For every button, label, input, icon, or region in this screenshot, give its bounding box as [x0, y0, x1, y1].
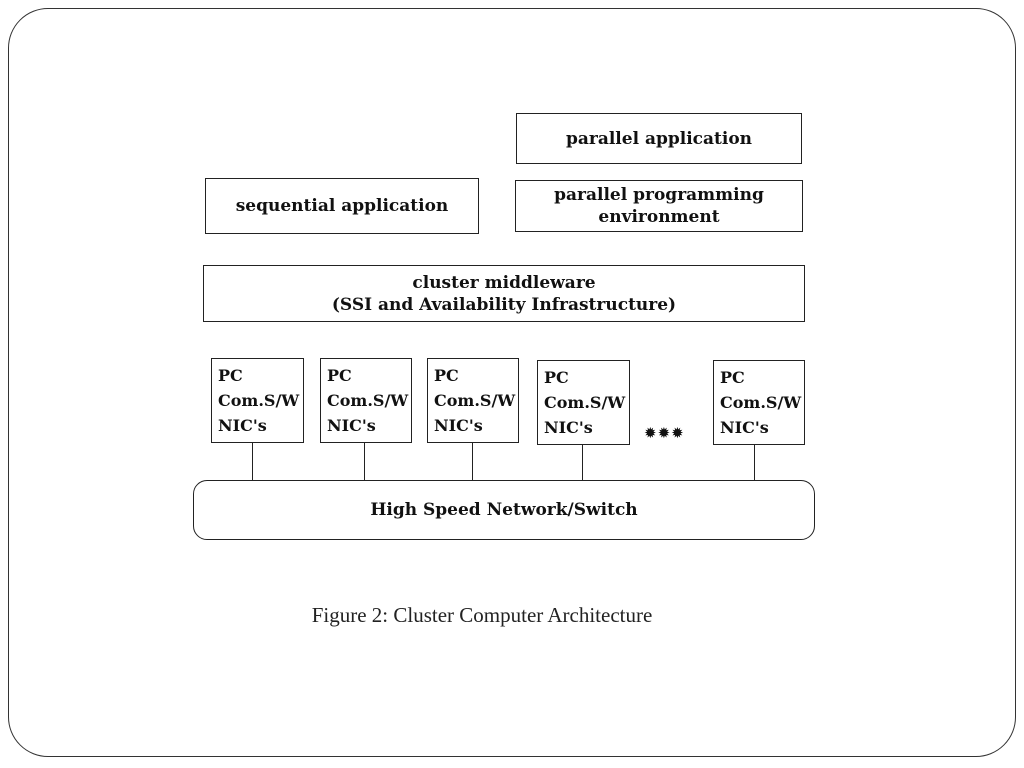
node-nic-label: NIC's	[544, 418, 593, 437]
node-pc-label: PC	[218, 366, 243, 385]
pc-node: PC Com.S/W NIC's	[427, 358, 519, 443]
sequential-application-box: sequential application	[205, 178, 479, 234]
node-nic-label: NIC's	[720, 418, 769, 437]
figure-caption: Figure 2: Cluster Computer Architecture	[311, 603, 653, 627]
node-nic-label: NIC's	[327, 416, 376, 435]
node-comsw-label: Com.S/W	[720, 393, 802, 412]
node-pc-label: PC	[544, 368, 569, 387]
node-connector-line	[582, 445, 583, 481]
node-connector-line	[754, 445, 755, 481]
high-speed-network-box: High Speed Network/Switch	[193, 480, 815, 540]
middleware-label-line2: (SSI and Availability Infrastructure)	[331, 294, 677, 315]
node-connector-line	[364, 443, 365, 481]
cluster-middleware-box: cluster middleware (SSI and Availability…	[203, 265, 805, 322]
node-connector-line	[252, 443, 253, 481]
node-comsw-label: Com.S/W	[327, 391, 409, 410]
ppe-label-line1: parallel programming	[554, 185, 764, 205]
node-pc-label: PC	[327, 366, 352, 385]
node-comsw-label: Com.S/W	[434, 391, 516, 410]
node-comsw-label: Com.S/W	[218, 391, 300, 410]
node-pc-label: PC	[720, 368, 745, 387]
parallel-application-label: parallel application	[565, 128, 753, 149]
node-comsw-label: Com.S/W	[544, 393, 626, 412]
node-pc-label: PC	[434, 366, 459, 385]
middleware-label-line1: cluster middleware	[412, 272, 596, 293]
node-nic-label: NIC's	[434, 416, 483, 435]
network-label: High Speed Network/Switch	[370, 500, 638, 520]
pc-node: PC Com.S/W NIC's	[713, 360, 805, 445]
pc-node: PC Com.S/W NIC's	[320, 358, 412, 443]
node-nic-label: NIC's	[218, 416, 267, 435]
ellipsis-icon: ✹✹✹	[644, 424, 685, 442]
pc-node: PC Com.S/W NIC's	[537, 360, 630, 445]
pc-node: PC Com.S/W NIC's	[211, 358, 304, 443]
ppe-label-line2: environment	[598, 207, 720, 227]
parallel-programming-environment-box: parallel programming environment	[515, 180, 803, 232]
node-connector-line	[472, 443, 473, 481]
parallel-application-box: parallel application	[516, 113, 802, 164]
sequential-application-label: sequential application	[235, 196, 449, 216]
